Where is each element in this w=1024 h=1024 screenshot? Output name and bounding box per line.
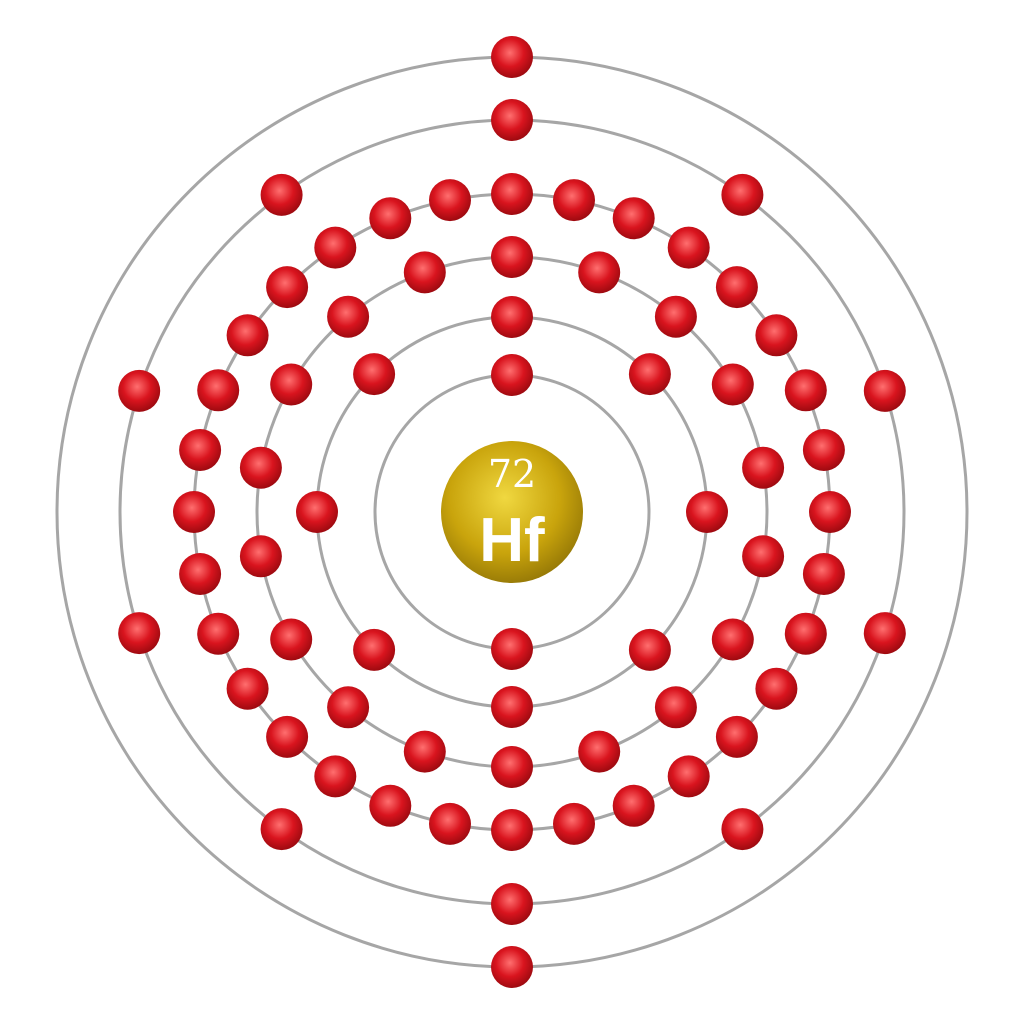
electron-shell-2-5: [491, 686, 533, 728]
electron-shell-4-22: [226, 667, 269, 710]
nucleus-sphere: [441, 441, 583, 583]
electron-shell-5-7: [260, 808, 303, 851]
electron-shell-3-15: [239, 446, 282, 489]
electron-shell-4-12: [755, 667, 798, 710]
electron-shell-4-8: [802, 429, 845, 471]
electron-shell-2-6: [353, 628, 396, 671]
electron-shell-3-3: [654, 295, 697, 338]
electron-shell-4-24: [179, 553, 222, 595]
electron-shell-4-9: [809, 491, 851, 533]
electron-shell-4-32: [429, 179, 471, 222]
electrons: [118, 36, 906, 988]
electron-shell-5-9: [118, 369, 161, 412]
electron-shell-5-8: [118, 612, 161, 655]
electron-shell-3-12: [327, 686, 370, 729]
electron-shell-3-7: [711, 618, 754, 661]
electron-shell-1-2: [491, 628, 533, 670]
electron-shell-4-26: [179, 429, 222, 471]
atomic-number: 72: [488, 452, 536, 496]
electron-shell-5-3: [863, 369, 906, 412]
electron-shell-4-20: [314, 755, 357, 798]
electron-shell-4-29: [266, 266, 309, 309]
electron-shell-3-18: [403, 251, 446, 294]
electron-shell-3-5: [742, 446, 785, 489]
electron-shell-4-31: [369, 197, 412, 240]
electron-shell-4-30: [314, 226, 357, 269]
electron-shell-4-1: [491, 173, 533, 215]
element-symbol: Hf: [479, 506, 545, 575]
electron-shell-1-1: [491, 354, 533, 396]
electron-shell-4-13: [715, 715, 758, 758]
electron-shell-3-13: [270, 618, 313, 661]
electron-shell-5-6: [491, 883, 533, 925]
electron-shell-4-23: [197, 612, 240, 655]
electron-shell-2-8: [353, 353, 396, 396]
electron-shell-2-3: [686, 491, 728, 533]
electron-shell-2-1: [491, 296, 533, 338]
electron-shell-4-18: [429, 802, 471, 845]
electron-shell-3-4: [711, 363, 754, 406]
electron-shell-5-1: [491, 99, 533, 141]
electron-shell-3-6: [742, 535, 785, 578]
electron-shell-4-2: [553, 179, 595, 222]
electron-shell-3-8: [654, 686, 697, 729]
electron-shell-3-9: [578, 730, 621, 773]
electron-shell-4-21: [266, 715, 309, 758]
electron-shell-3-2: [578, 251, 621, 294]
electron-shell-3-16: [270, 363, 313, 406]
electron-shell-5-10: [260, 173, 303, 216]
electron-shell-5-4: [863, 612, 906, 655]
electron-shell-4-17: [491, 809, 533, 851]
electron-shell-3-17: [327, 295, 370, 338]
electron-shell-4-16: [553, 802, 595, 845]
electron-shell-3-11: [403, 730, 446, 773]
electron-shell-5-2: [721, 173, 764, 216]
electron-shell-4-6: [755, 314, 798, 357]
nucleus: 72 Hf: [441, 441, 583, 583]
electron-shell-4-11: [784, 612, 827, 655]
electron-shell-4-4: [667, 226, 710, 269]
electron-shell-2-7: [296, 491, 338, 533]
electron-shell-4-25: [173, 491, 215, 533]
electron-shell-3-14: [239, 535, 282, 578]
electron-shell-4-10: [802, 553, 845, 595]
electron-shell-4-3: [612, 197, 655, 240]
electron-shell-2-2: [628, 353, 671, 396]
electron-shell-4-28: [226, 314, 269, 357]
electron-shell-6-1: [491, 36, 533, 78]
electron-shell-4-7: [784, 369, 827, 412]
electron-shell-4-15: [612, 784, 655, 827]
electron-shell-6-2: [491, 946, 533, 988]
electron-shell-2-4: [628, 628, 671, 671]
electron-shell-3-10: [491, 746, 533, 788]
electron-shell-4-27: [197, 369, 240, 412]
electron-shell-4-5: [715, 266, 758, 309]
electron-shell-3-1: [491, 236, 533, 278]
electron-shell-5-5: [721, 808, 764, 851]
electron-shell-4-14: [667, 755, 710, 798]
electron-shell-4-19: [369, 784, 412, 827]
